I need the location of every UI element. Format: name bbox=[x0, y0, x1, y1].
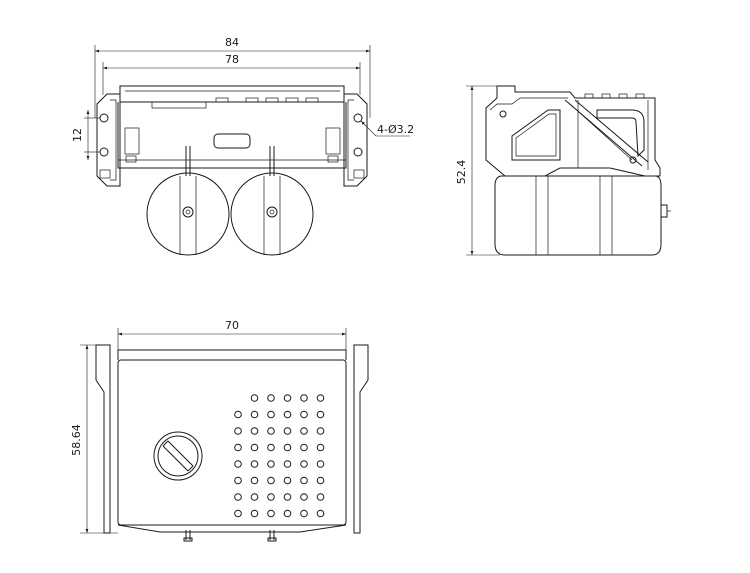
vent-hole bbox=[283, 394, 292, 402]
vent-hole bbox=[283, 460, 292, 468]
vent-hole bbox=[300, 394, 308, 402]
vent-hole bbox=[267, 493, 275, 501]
vent-hole bbox=[316, 443, 325, 452]
vent-hole bbox=[234, 476, 242, 485]
vent-hole bbox=[300, 460, 308, 468]
vent-hole bbox=[300, 493, 308, 501]
vent-hole bbox=[283, 493, 292, 501]
vent-hole bbox=[267, 509, 275, 518]
adjust-knob bbox=[153, 431, 203, 481]
vent-hole bbox=[283, 427, 292, 435]
dimension-70-label: 70 bbox=[225, 319, 239, 332]
vent-hole bbox=[250, 443, 259, 452]
vent-hole bbox=[316, 509, 325, 518]
side-view: 52.4 bbox=[455, 85, 671, 256]
vent-hole bbox=[234, 460, 242, 468]
vent-hole bbox=[250, 476, 259, 485]
hole-callout: 4-Ø3.2 bbox=[360, 120, 414, 137]
vent-hole bbox=[250, 410, 259, 419]
vent-hole bbox=[267, 443, 275, 452]
vent-hole bbox=[234, 427, 242, 435]
vent-hole bbox=[300, 427, 308, 435]
vent-hole bbox=[250, 509, 259, 518]
vent-grid bbox=[234, 394, 325, 518]
vent-hole bbox=[283, 410, 292, 419]
vent-hole bbox=[234, 410, 242, 419]
vent-hole bbox=[316, 476, 325, 485]
vent-hole bbox=[316, 394, 325, 402]
vent-hole bbox=[250, 427, 259, 435]
vent-hole bbox=[316, 427, 325, 435]
vent-hole bbox=[250, 493, 259, 501]
dimension-58-64-label: 58.64 bbox=[70, 424, 83, 456]
vent-hole bbox=[267, 460, 275, 468]
top-view: 70 58.64 bbox=[70, 319, 369, 542]
dimension-58-64: 58.64 bbox=[70, 344, 118, 534]
vent-hole bbox=[300, 476, 308, 485]
dimension-78-label: 78 bbox=[225, 53, 239, 66]
vent-hole bbox=[234, 509, 242, 518]
vent-hole bbox=[267, 410, 275, 419]
vent-hole bbox=[283, 476, 292, 485]
vent-hole bbox=[267, 394, 275, 402]
left-knob bbox=[146, 172, 230, 256]
dimension-70: 70 bbox=[117, 319, 347, 360]
dimension-84-label: 84 bbox=[225, 36, 239, 49]
dimension-84: 84 bbox=[95, 36, 370, 53]
front-view: 84 78 bbox=[71, 36, 414, 256]
vent-hole bbox=[300, 509, 308, 518]
vent-hole bbox=[234, 443, 242, 452]
vent-hole bbox=[300, 410, 308, 419]
bottom-terminals bbox=[183, 530, 277, 542]
vent-hole bbox=[250, 394, 259, 402]
vent-hole bbox=[316, 460, 325, 468]
hole-callout-label: 4-Ø3.2 bbox=[377, 123, 414, 136]
right-knob bbox=[230, 172, 314, 256]
vent-hole bbox=[283, 443, 292, 452]
vent-hole bbox=[234, 493, 242, 501]
vent-hole bbox=[267, 427, 275, 435]
vent-hole bbox=[267, 476, 275, 485]
vent-hole bbox=[316, 493, 325, 501]
dimension-12-label: 12 bbox=[71, 128, 84, 142]
dimension-78: 78 bbox=[103, 53, 360, 70]
vent-hole bbox=[250, 460, 259, 468]
dimension-52-4: 52.4 bbox=[455, 85, 510, 256]
vent-hole bbox=[316, 410, 325, 419]
dimension-52-4-label: 52.4 bbox=[455, 160, 468, 185]
vent-hole bbox=[283, 509, 292, 518]
dimension-12: 12 bbox=[71, 110, 100, 160]
vent-hole bbox=[300, 443, 308, 452]
